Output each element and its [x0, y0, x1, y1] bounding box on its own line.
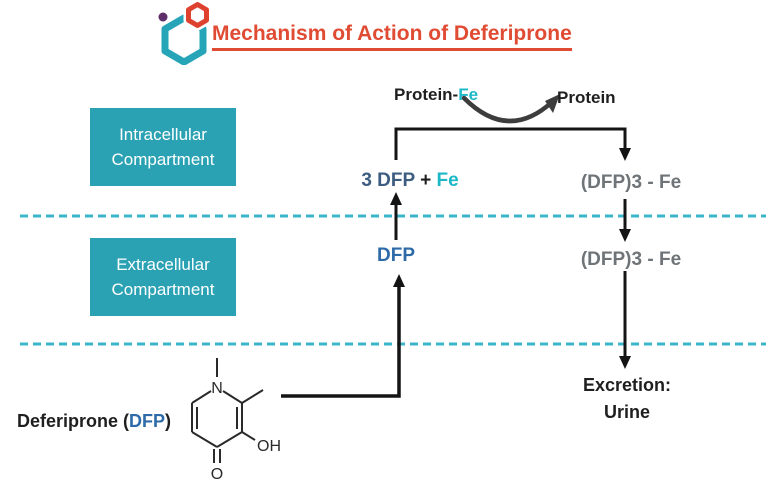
deferiprone-dfp-text: DFP — [129, 411, 166, 431]
n-c6-bond — [191, 390, 212, 404]
plus-text: + — [414, 170, 437, 191]
chelation-arrowhead-icon — [619, 148, 631, 161]
dfp3-fe-complex-intracellular-label: (DFP)3 - Fe — [580, 172, 682, 193]
c3-oh-bond — [241, 431, 256, 441]
c3-c4-bond — [216, 431, 243, 448]
three-dfp-text: 3 DFP — [361, 170, 415, 191]
logo-red-hexagon — [186, 2, 209, 28]
dfp3-fe-complex-extracellular-label: (DFP)3 - Fe — [580, 249, 682, 270]
hydroxyl-atom-label: OH — [257, 438, 281, 455]
excretion-line1: Excretion: — [582, 375, 672, 395]
protein-fe-fe-text: Fe — [458, 85, 479, 104]
logo-purple-dot — [158, 12, 168, 22]
dfp-uptake-arrowhead-icon — [390, 192, 402, 205]
complex-efflux-arrowhead-icon — [619, 229, 631, 242]
protein-fe-label: Protein-Fe — [394, 85, 478, 105]
extracellular-label-line1: Extracellular — [116, 255, 210, 274]
protein-fe-protein-text: Protein- — [394, 85, 459, 104]
c4-c5-bond — [191, 431, 218, 448]
deferiprone-prefix-text: Deferiprone ( — [17, 411, 130, 431]
protein-label: Protein — [557, 88, 616, 107]
excretion-label: Excretion: Urine — [583, 372, 671, 426]
nitrogen-atom-label: N — [211, 380, 223, 397]
excretion-line2: Urine — [603, 402, 650, 422]
n-c2-bond — [222, 390, 243, 404]
dfp-extracellular-label: DFP — [377, 245, 415, 266]
intracellular-label-line2: Compartment — [111, 150, 215, 169]
fe-text: Fe — [436, 170, 459, 191]
intracellular-compartment-box: Intracellular Compartment — [90, 108, 236, 186]
chelation-bracket-arrow — [394, 127, 627, 160]
hexagon-logo — [158, 1, 212, 65]
deferiprone-entry-arrowhead-icon — [393, 274, 405, 287]
logo-teal-hexagon — [161, 14, 207, 65]
extracellular-compartment-box: Extracellular Compartment — [90, 238, 236, 316]
oxygen-atom-label: O — [211, 466, 223, 483]
deferiprone-structure: N OH O — [191, 358, 281, 483]
deferiprone-suffix-text: ) — [165, 411, 172, 431]
deferiprone-name-label: Deferiprone (DFP) — [17, 411, 171, 432]
page-title: Mechanism of Action of Deferiprone — [212, 21, 572, 51]
intracellular-label-line1: Intracellular — [119, 125, 207, 144]
excretion-arrowhead-icon — [619, 356, 631, 369]
extracellular-label-line2: Compartment — [111, 280, 215, 299]
c2-methyl-bond — [241, 389, 264, 404]
three-dfp-plus-fe-label: 3 DFP + Fe — [361, 170, 458, 192]
